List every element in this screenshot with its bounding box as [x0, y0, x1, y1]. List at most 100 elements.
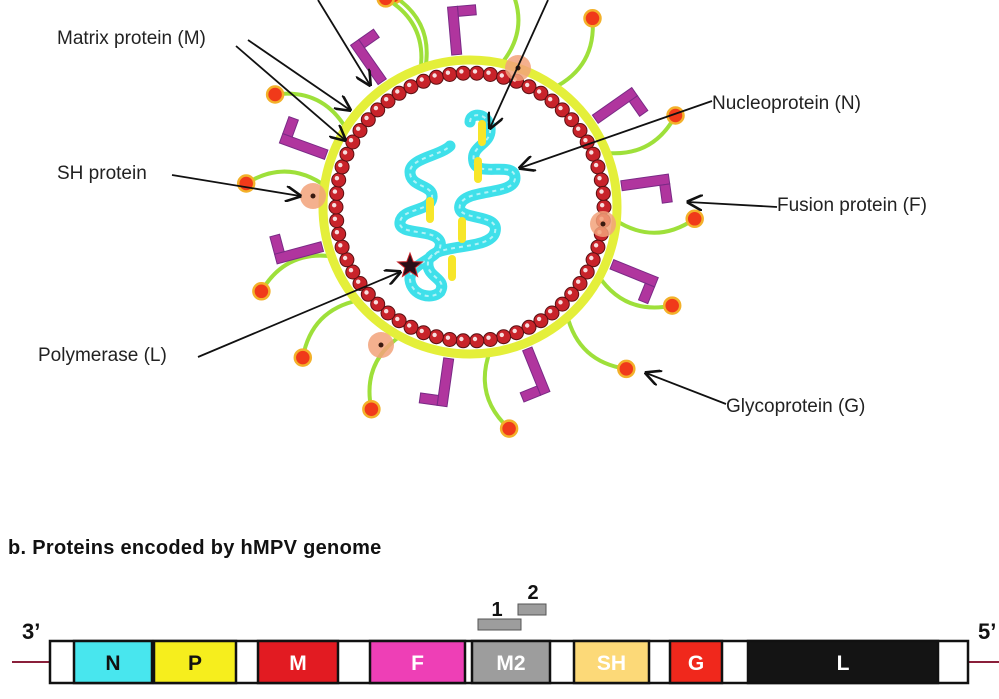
- m2-orf2-bar: [517, 603, 547, 616]
- matrix-protein-bead: [482, 67, 498, 82]
- fusion-stalk: [273, 241, 325, 265]
- gene-label-g: G: [688, 652, 704, 675]
- fusion-tab: [659, 183, 673, 204]
- matrix-protein-bead: [442, 67, 458, 82]
- matrix-bead-highlight: [342, 150, 348, 155]
- label-sh-protein: SH protein: [57, 163, 147, 184]
- gene-block-m: [256, 639, 340, 685]
- glycoprotein-stalk: [596, 273, 675, 310]
- matrix-protein-bead: [428, 69, 444, 85]
- matrix-bead-highlight: [486, 335, 491, 340]
- matrix-bead-highlight: [512, 328, 517, 334]
- glycoprotein-stalk: [498, 0, 521, 68]
- matrix-bead-highlight: [499, 73, 504, 78]
- fusion-tab: [628, 95, 649, 117]
- matrix-protein-bead: [403, 79, 419, 95]
- nucleocapsid-strand: [394, 109, 521, 302]
- glycoprotein-head: [293, 348, 313, 367]
- end-label-3prime: 3’: [22, 619, 40, 644]
- matrix-protein-bead: [360, 286, 376, 302]
- matrix-bead-highlight: [459, 69, 464, 74]
- fusion-protein: [620, 173, 673, 204]
- glycoprotein-stalk: [367, 333, 404, 412]
- viral-envelope: [318, 55, 622, 359]
- matrix-protein-bead: [416, 73, 431, 89]
- fusion-protein: [609, 259, 659, 305]
- glycoprotein-stalk: [482, 348, 512, 431]
- matrix-bead-highlight: [432, 73, 437, 78]
- matrix-protein-bead: [403, 319, 419, 335]
- matrix-bead-highlight: [589, 255, 594, 261]
- matrix-protein-bead: [564, 112, 580, 128]
- matrix-bead-highlight: [600, 203, 605, 208]
- callout-arrow: [317, 0, 370, 85]
- matrix-bead-highlight: [384, 309, 389, 314]
- matrix-bead-highlight: [342, 255, 348, 261]
- matrix-bead-highlight: [373, 105, 379, 111]
- matrix-bead-highlight: [548, 97, 553, 102]
- matrix-bead-highlight: [593, 243, 599, 248]
- polymerase-star: [396, 251, 424, 278]
- matrix-protein-bead: [380, 93, 396, 109]
- gene-label-n: N: [105, 652, 120, 675]
- matrix-protein-ring: [328, 65, 612, 349]
- matrix-bead-highlight: [576, 126, 581, 131]
- label-matrix-protein: Matrix protein (M): [57, 28, 206, 49]
- matrix-bead-highlight: [432, 332, 437, 338]
- matrix-protein-bead: [572, 123, 588, 138]
- matrix-protein-bead: [352, 123, 368, 138]
- glycoprotein-head: [362, 399, 381, 419]
- matrix-bead-highlight: [459, 336, 464, 342]
- fusion-protein-spikes: [269, 4, 673, 408]
- matrix-bead-highlight: [348, 268, 354, 273]
- fusion-stalk: [609, 259, 659, 288]
- matrix-protein-bead: [590, 159, 606, 175]
- glycoprotein-stalk: [602, 113, 678, 156]
- matrix-bead-highlight: [567, 115, 573, 121]
- glycoprotein-stalk: [300, 298, 361, 360]
- matrix-bead-highlight: [583, 138, 588, 143]
- sh-protein-core: [600, 221, 606, 227]
- glycoprotein-head: [265, 85, 285, 104]
- matrix-protein-bead: [572, 276, 588, 291]
- matrix-protein-bead: [564, 286, 580, 302]
- fusion-protein: [418, 357, 455, 408]
- gene-label-m: M: [289, 652, 307, 675]
- m2-orf2-label: 2: [527, 582, 538, 604]
- matrix-protein-bead: [521, 79, 537, 95]
- glycoprotein-head: [685, 209, 704, 229]
- matrix-protein-bead: [496, 329, 512, 345]
- fusion-protein: [269, 233, 325, 265]
- nucleocapsid-texture: [399, 114, 517, 297]
- matrix-protein-bead: [370, 102, 386, 118]
- fusion-tab: [418, 392, 440, 406]
- matrix-bead-highlight: [589, 150, 594, 155]
- matrix-protein-bead: [590, 239, 606, 255]
- matrix-bead-highlight: [364, 290, 369, 295]
- matrix-protein-bead: [509, 325, 524, 341]
- matrix-protein-bead: [428, 329, 444, 345]
- m2-orf1-bar: [477, 618, 522, 631]
- matrix-bead-highlight: [332, 216, 338, 221]
- fusion-protein: [278, 116, 329, 161]
- gene-block-f: [368, 639, 467, 685]
- gene-label-m2: M2: [496, 652, 525, 675]
- matrix-protein-bead: [339, 252, 355, 268]
- matrix-protein-bead: [544, 93, 560, 109]
- callout-arrow: [520, 100, 713, 168]
- matrix-bead-highlight: [338, 162, 343, 168]
- matrix-bead-highlight: [332, 203, 337, 208]
- matrix-bead-highlight: [332, 189, 338, 194]
- glycoprotein-stalk: [565, 312, 629, 371]
- matrix-bead-highlight: [599, 189, 604, 194]
- matrix-bead-highlight: [334, 176, 340, 181]
- gene-label-sh: SH: [597, 652, 626, 675]
- matrix-protein-bead: [416, 325, 431, 341]
- matrix-bead-highlight: [445, 335, 451, 340]
- virion-diagram: [171, 0, 778, 438]
- matrix-protein-bead: [521, 319, 537, 335]
- fusion-tab: [637, 282, 656, 305]
- fusion-stalk: [591, 86, 639, 124]
- callout-arrow: [490, 0, 549, 128]
